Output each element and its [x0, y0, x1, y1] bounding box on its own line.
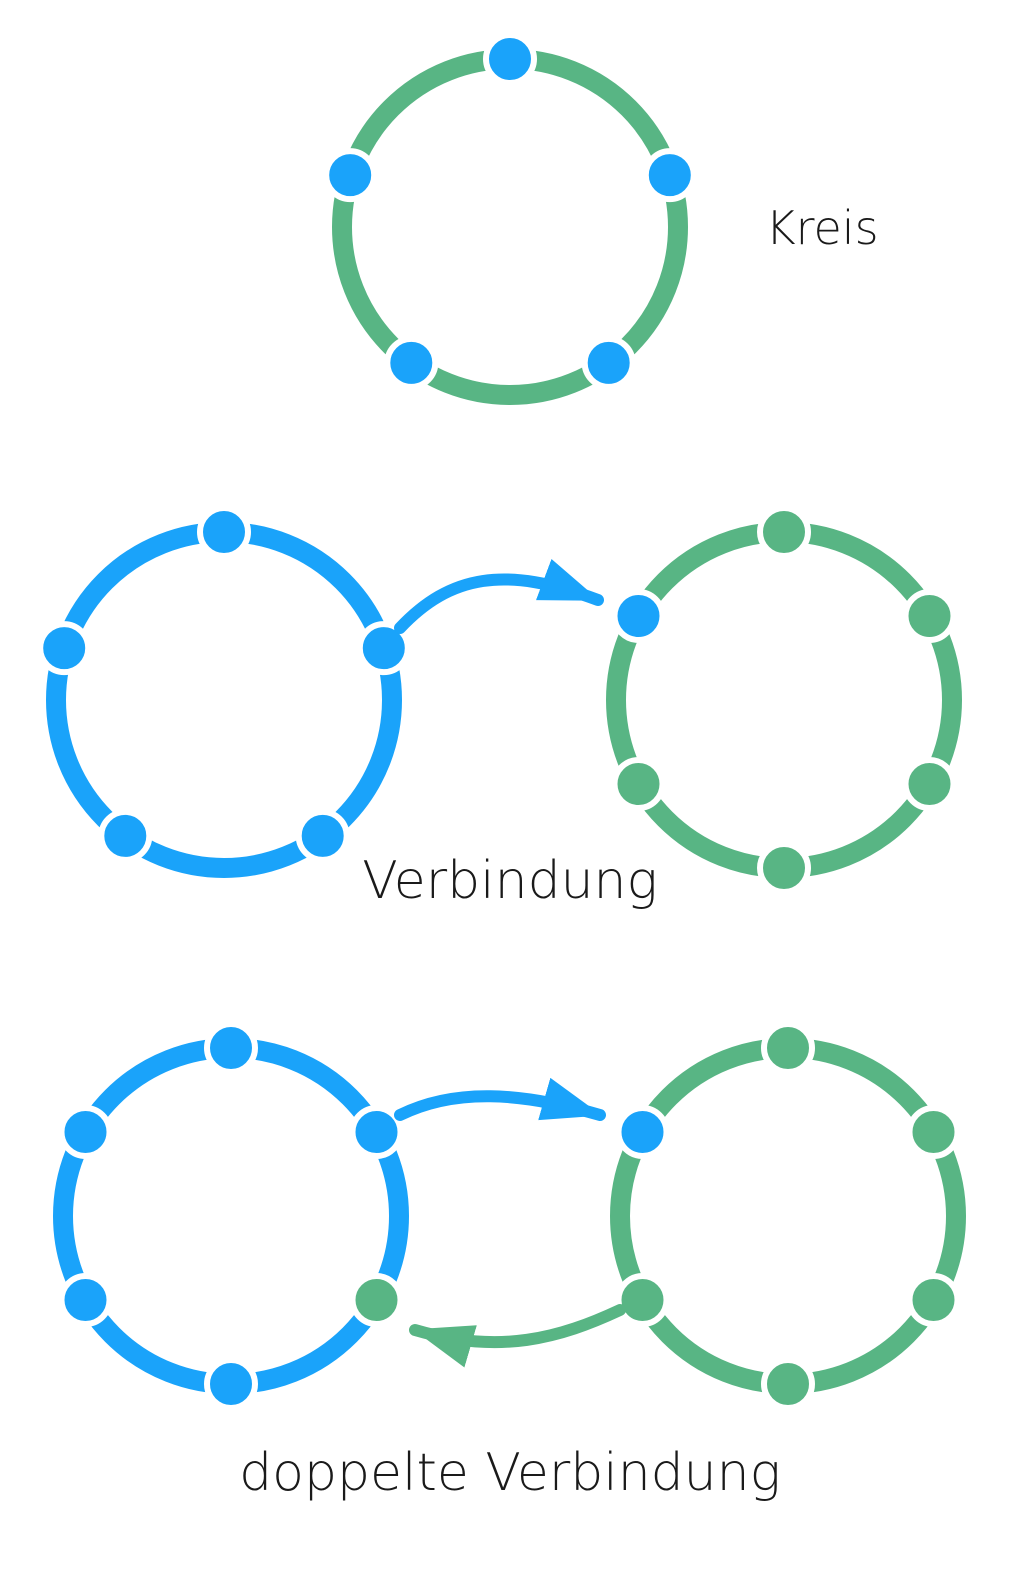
verbindung-left-ring-node-5: [37, 621, 92, 676]
verbindung-right-ring: [606, 505, 962, 895]
kreis-section: Kreis: [323, 32, 879, 405]
doppelte-verbindung-section: doppelte Verbindung: [53, 1021, 966, 1503]
doppelte-verbindung-right-ring-node-4: [761, 1357, 815, 1411]
doppelte-verbindung-right-ring: [610, 1021, 966, 1411]
verbindung-right-ring-node-2: [902, 589, 957, 643]
doppelte-verbindung-left-ring-node-1: [204, 1021, 258, 1075]
doppelte-verbindung-right-ring-node-1: [761, 1021, 815, 1075]
doppelte-verbindung-left-ring-node-4: [204, 1357, 258, 1411]
doppelte-verbindung-right-ring-node-5: [615, 1273, 670, 1327]
verbindung-arrow: [394, 558, 604, 634]
doppelte-verbindung-left-ring: [53, 1021, 409, 1411]
doppelte-verbindung-right-ring-outline: [610, 1038, 966, 1394]
kreis-ring: [323, 32, 697, 405]
kreis-ring-node-5: [323, 148, 378, 203]
kreis-label: Kreis: [765, 201, 878, 255]
doppelte-verbindung-left-ring-node-3: [349, 1273, 404, 1327]
kreis-ring-node-1: [483, 32, 537, 86]
doppelte-verbindung-left-ring-node-6: [58, 1105, 113, 1159]
verbindung-section: Verbindung: [37, 505, 962, 911]
doppelte-verbindung-label: doppelte Verbindung: [239, 1443, 781, 1503]
doppelte-verbindung-right-ring-node-2: [906, 1105, 961, 1159]
verbindung-left-ring-node-3: [295, 808, 350, 863]
doppelte-verbindung-arrow-forward: [394, 1077, 606, 1121]
verbindung-label: Verbindung: [362, 851, 657, 911]
doppelte-verbindung-left-ring-node-5: [58, 1273, 113, 1327]
verbindung-left-ring-node-4: [98, 808, 153, 863]
verbindung-left-ring-node-2: [356, 621, 411, 676]
verbindung-right-ring-outline: [606, 522, 962, 878]
doppelte-verbindung-right-ring-node-3: [906, 1273, 961, 1327]
verbindung-right-ring-node-6: [611, 589, 666, 643]
doppelte-verbindung-left-ring-node-2: [349, 1105, 404, 1159]
verbindung-right-ring-node-5: [611, 757, 666, 811]
verbindung-right-ring-node-1: [757, 505, 811, 559]
verbindung-left-ring: [37, 505, 411, 878]
verbindung-right-ring-node-4: [757, 841, 811, 895]
kreis-ring-node-2: [642, 148, 697, 203]
doppelte-verbindung-right-ring-node-6: [615, 1105, 670, 1159]
verbindung-left-ring-node-1: [197, 505, 251, 559]
kreis-ring-node-3: [581, 335, 636, 390]
doppelte-verbindung-left-ring-outline: [53, 1038, 409, 1394]
kreis-ring-node-4: [384, 335, 439, 390]
verbindung-right-ring-node-3: [902, 757, 957, 811]
doppelte-verbindung-arrow-back: [409, 1304, 626, 1368]
